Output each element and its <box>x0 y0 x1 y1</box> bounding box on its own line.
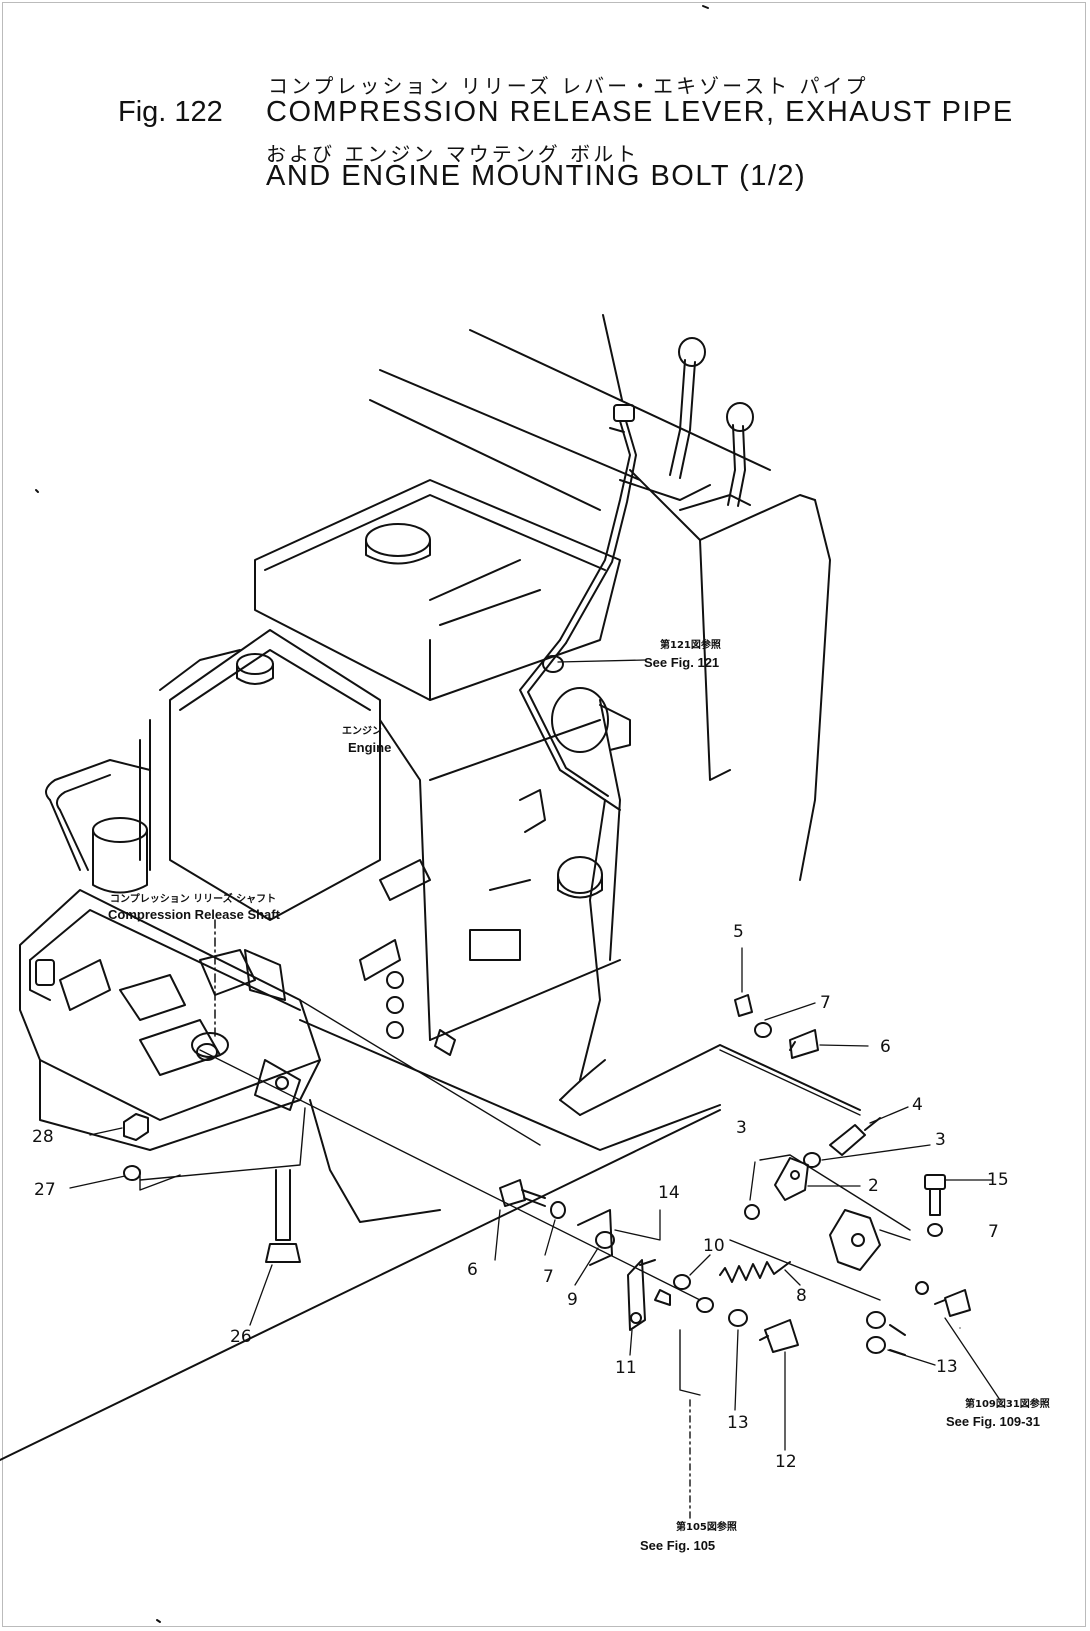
title-japanese-line-1: コンプレッション リリーズ レバー・エキゾースト パイプ <box>268 74 869 98</box>
ref-fig109-jp: 第109図31図参照 <box>965 1399 1050 1410</box>
part-7-upper-washer <box>754 1022 772 1038</box>
callout-26: 26 <box>230 1327 252 1347</box>
part-6-lower-bolt <box>499 1179 546 1207</box>
part-6-upper-bolt <box>789 1029 819 1059</box>
engine-label: Engine <box>348 740 392 755</box>
callout-27: 27 <box>34 1180 56 1200</box>
callout-15: 15 <box>987 1170 1009 1190</box>
callout-9: 9 <box>567 1290 578 1310</box>
cable-fitting-top <box>609 427 625 433</box>
margin-mark <box>35 489 39 493</box>
title-english-line-1: COMPRESSION RELEASE LEVER, EXHAUST PIPE <box>266 96 1014 128</box>
part-7-washer-left <box>550 1201 566 1219</box>
callout-8: 8 <box>796 1286 807 1306</box>
callout-7: 7 <box>543 1267 554 1287</box>
part-nut-center <box>696 1297 714 1313</box>
support-bracket-plate <box>829 1209 881 1271</box>
bottom-mark <box>156 1619 161 1623</box>
callout-5: 5 <box>733 922 744 942</box>
part-27-washer <box>123 1165 141 1181</box>
title-japanese-line-2: および エンジン マウテング ボルト <box>266 142 640 166</box>
callout-6: 6 <box>467 1260 478 1280</box>
callout-28: 28 <box>32 1127 54 1147</box>
part-2-lever <box>774 1157 809 1201</box>
part-11-compression-lever <box>627 1259 656 1331</box>
lever-console <box>369 329 831 881</box>
part-13-nut-right-upper <box>866 1311 886 1329</box>
part-clip <box>654 1289 671 1306</box>
part-9-washer <box>595 1231 615 1249</box>
compression-release-shaft <box>196 1043 218 1061</box>
callout-13: 13 <box>727 1413 749 1433</box>
engine-label-jp: エンジン <box>342 726 382 737</box>
callout-2: 2 <box>868 1176 879 1196</box>
part-15-bolt <box>924 1174 946 1216</box>
ref-fig121-jp: 第121図参照 <box>660 640 721 651</box>
part-bolt-lower-right <box>934 1289 971 1317</box>
part-14-plate <box>577 1209 613 1266</box>
part-8-spring <box>719 1261 791 1283</box>
part-3-nut-left <box>744 1204 760 1220</box>
callout-leaders <box>69 659 1001 1451</box>
part-28-nut <box>123 1113 149 1141</box>
callout-14: 14 <box>658 1183 680 1203</box>
top-mark <box>702 5 709 9</box>
callout-7: 7 <box>988 1222 999 1242</box>
control-levers <box>669 337 754 507</box>
part-5-cable-clamp <box>734 994 753 1017</box>
part-13-nut-center <box>728 1309 748 1327</box>
callout-6: 6 <box>880 1037 891 1057</box>
shaft-label-jp: コンプレッション リリーズ シャフト <box>110 894 277 905</box>
callout-12: 12 <box>775 1452 797 1472</box>
shaft-label: Compression Release Shaft <box>108 907 280 922</box>
part-13-nut-right-lower <box>866 1336 886 1354</box>
callout-7: 7 <box>820 993 831 1013</box>
engine-body <box>19 479 631 1151</box>
callout-3: 3 <box>935 1130 946 1150</box>
assembly-leaders <box>139 999 911 1521</box>
callout-10: 10 <box>703 1236 725 1256</box>
callout-4: 4 <box>912 1095 923 1115</box>
release-cable <box>519 314 637 811</box>
title-english-line-2: AND ENGINE MOUNTING BOLT (1/2) <box>266 160 807 192</box>
cable-clamp-fig121 <box>542 655 564 673</box>
ref-fig121: See Fig. 121 <box>644 655 720 670</box>
part-12-bolt <box>759 1319 799 1353</box>
part-4-rod-end <box>829 1117 881 1156</box>
part-7-washer-right <box>927 1223 943 1237</box>
figure-number: Fig. 122 <box>118 96 223 128</box>
callout-11: 11 <box>615 1358 637 1378</box>
part-10-nut <box>673 1274 691 1290</box>
part-3-nut-right <box>803 1152 821 1168</box>
callout-3: 3 <box>736 1118 747 1138</box>
part-7-washer-lower-right <box>915 1281 929 1295</box>
callout-13: 13 <box>936 1357 958 1377</box>
ref-fig105-jp: 第105図参照 <box>676 1522 737 1533</box>
ref-fig105: See Fig. 105 <box>640 1538 716 1553</box>
ref-fig109: See Fig. 109-31 <box>946 1414 1040 1429</box>
part-26-bolt <box>265 1169 301 1263</box>
exhaust-pipe-lines <box>0 799 861 1461</box>
